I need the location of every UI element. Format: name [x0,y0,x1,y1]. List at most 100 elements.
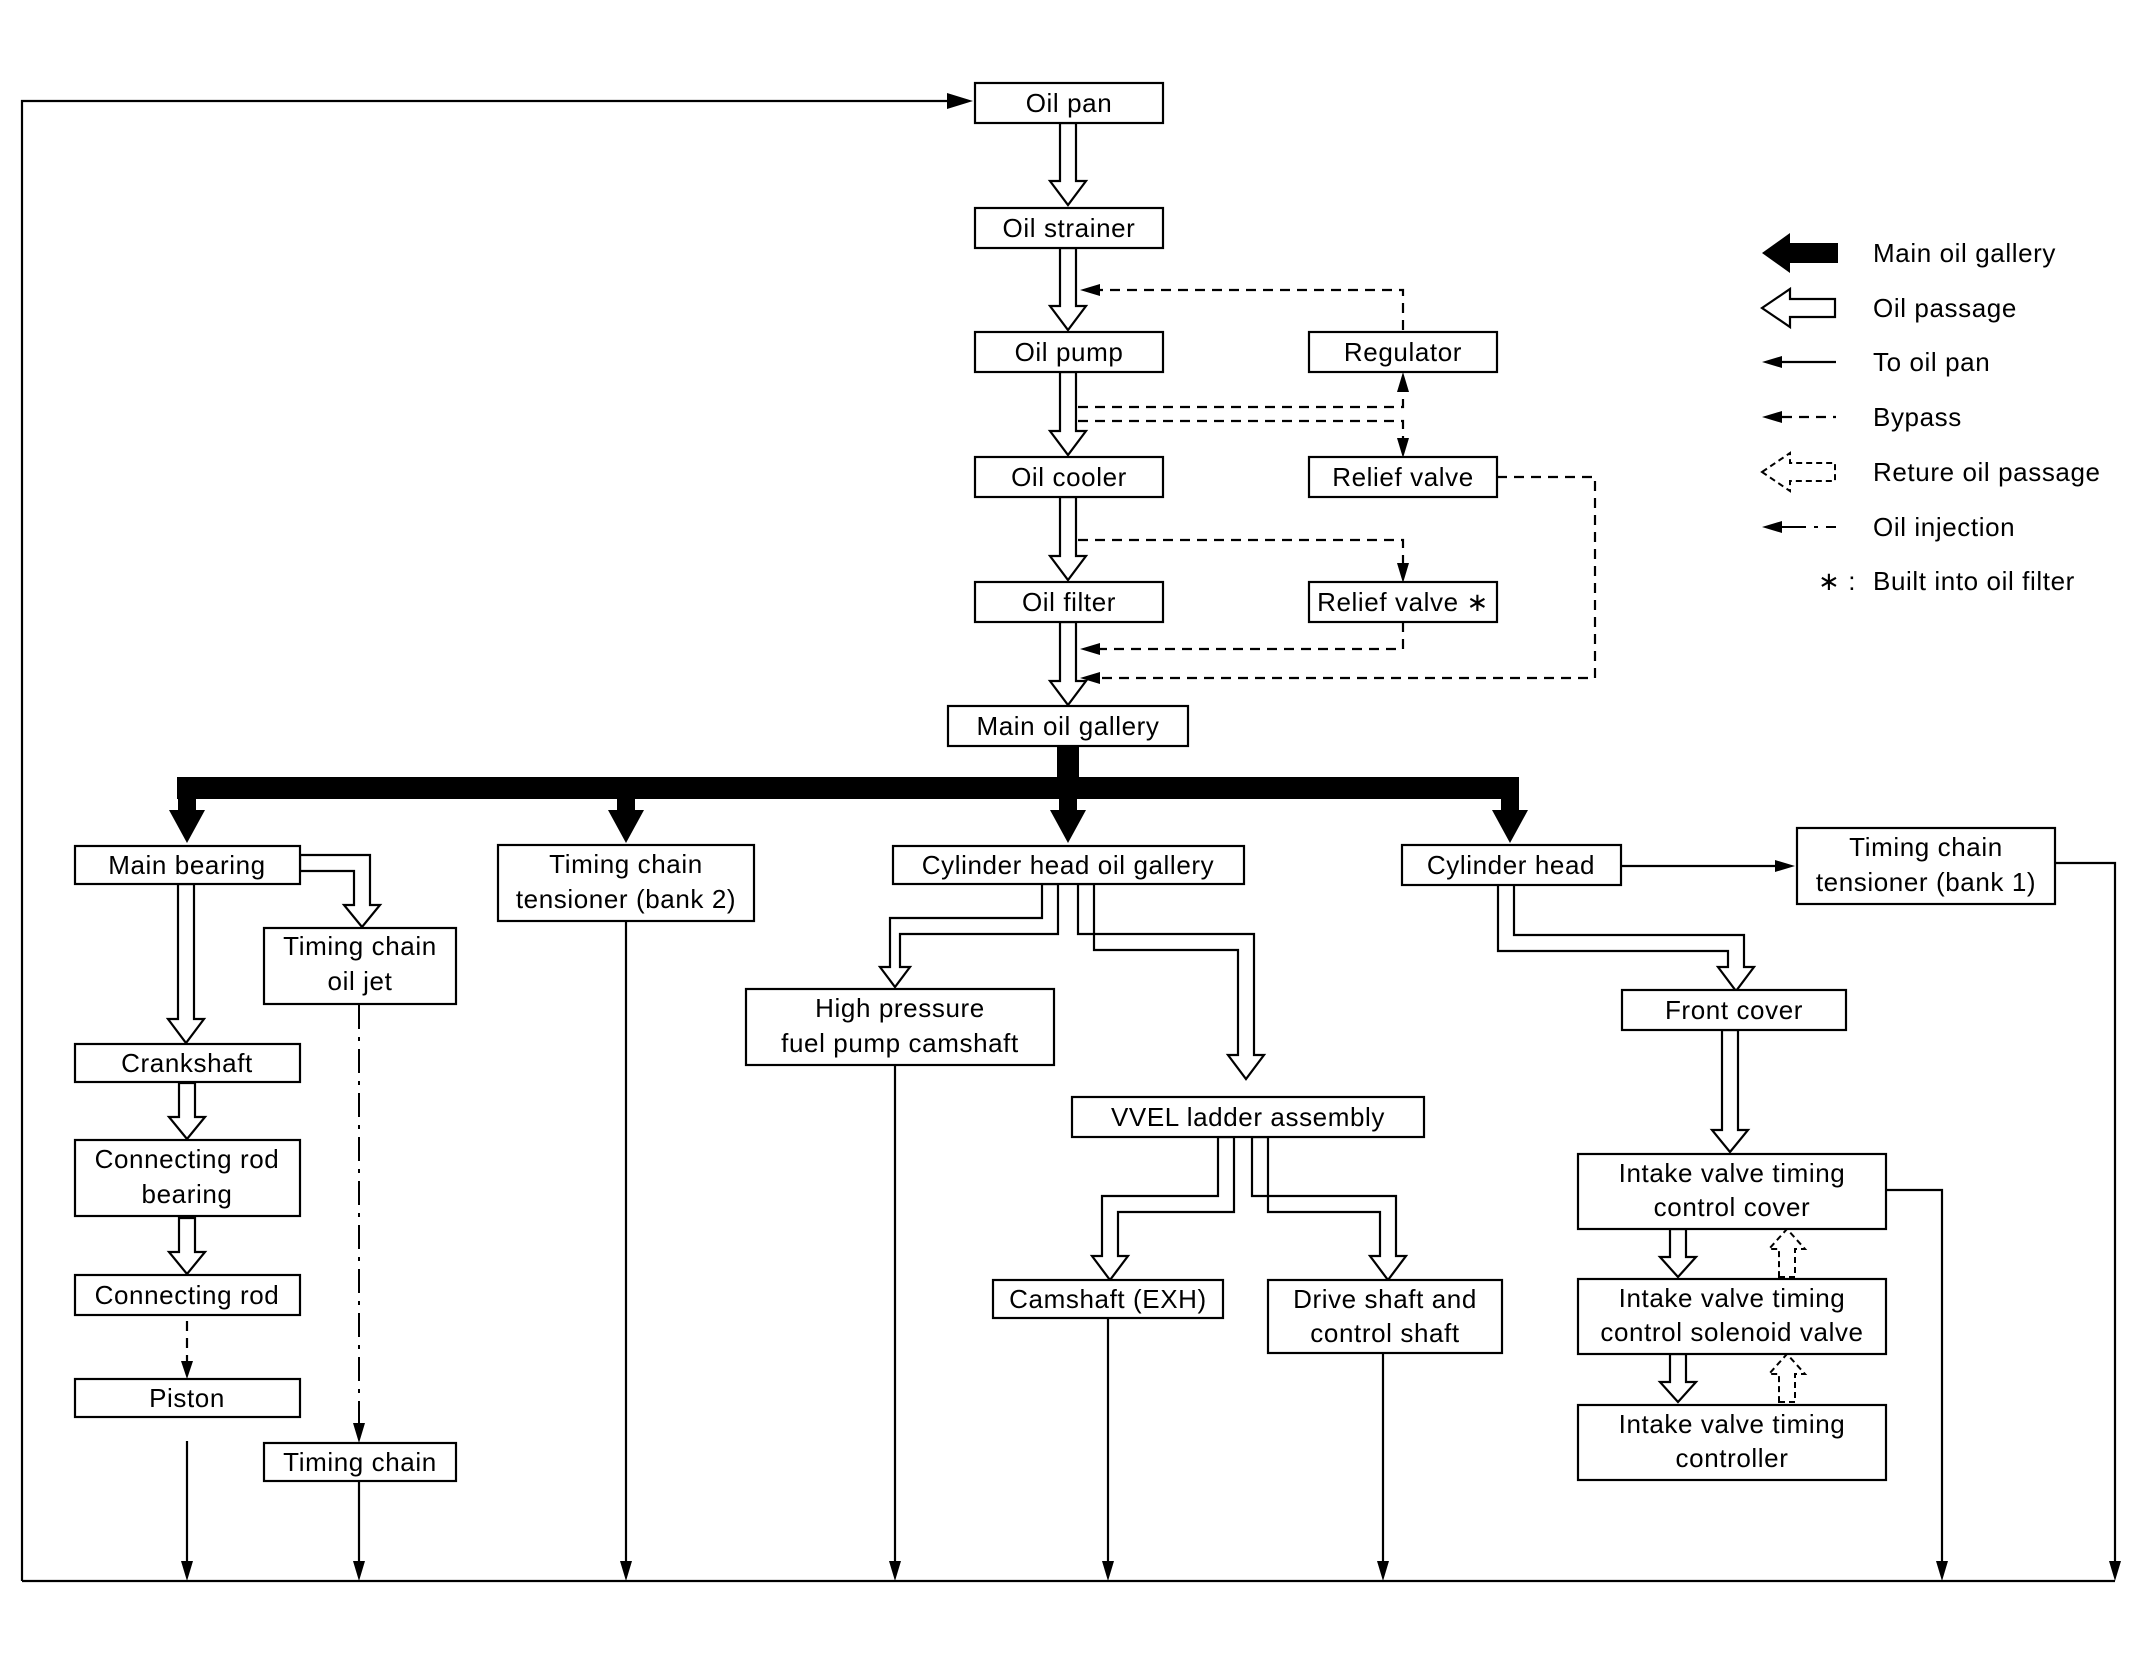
drop-hp-fuel-pump-head [889,1561,901,1581]
bypass-relief-out-head [1080,672,1100,684]
label-main-bearing: Main bearing [108,850,266,880]
main-gallery-drop-4 [1501,790,1519,812]
box-relief-valve: Relief valve [1307,455,1499,499]
injection-timing-chain-head [353,1423,365,1443]
label-main-oil-gallery: Main oil gallery [976,711,1159,741]
drop-ivtc-cover [1886,1188,1944,1562]
label-relief-valve: Relief valve [1332,462,1474,492]
oil-passage-arrows [165,121,1808,1404]
label-conrod-bearing-2: bearing [142,1179,233,1209]
legend-main-oil-gallery: Main oil gallery [1762,233,2056,273]
box-ivtc-solenoid-valve: Intake valve timing control solenoid val… [1576,1277,1888,1356]
drop-tensioner-bank1-head [2109,1561,2121,1581]
legend-return-oil-passage-icon [1760,451,1836,493]
arrow-head-front-cover [1496,882,1757,993]
bypass-to-regulator-head [1397,372,1409,392]
label-cylinder-head-oil-gallery: Cylinder head oil gallery [922,850,1214,880]
arrow-vvel-drive-shaft [1250,1135,1409,1282]
box-oil-cooler: Oil cooler [973,455,1165,499]
label-oil-pan: Oil pan [1026,88,1113,118]
label-piston: Piston [149,1383,225,1413]
label-oil-pump: Oil pump [1015,337,1124,367]
legend-oil-injection: Oil injection [1762,512,2015,542]
drop-tensioner-bank2-head [620,1561,632,1581]
label-hp-fuel-pump-1: High pressure [815,993,985,1023]
arrow-solenoid-controller [1657,1352,1699,1404]
box-drive-shaft-control-shaft: Drive shaft and control shaft [1266,1278,1504,1355]
legend-oil-passage-label: Oil passage [1873,293,2017,323]
left-return-line [20,99,955,1581]
legend-oil-passage-icon [1760,286,1837,330]
box-vvel-ladder-assembly: VVEL ladder assembly [1070,1095,1426,1139]
main-gallery-head-3 [1050,810,1086,843]
return-arrow-solenoid-cover [1766,1227,1808,1278]
legend-main-oil-gallery-icon [1762,233,1838,273]
label-ivt-controller-1: Intake valve timing [1619,1409,1846,1439]
main-oil-gallery-flow [169,746,1528,843]
box-timing-chain-oil-jet: Timing chain oil jet [262,926,458,1006]
arrow-bearing-crankshaft [165,882,207,1045]
box-main-bearing: Main bearing [73,844,302,886]
bypass-pump-to-relief [1078,419,1405,442]
main-gallery-head-2 [608,810,644,843]
label-front-cover: Front cover [1665,995,1803,1025]
label-conrod-bearing-1: Connecting rod [95,1144,280,1174]
component-boxes: Oil pan Oil strainer Oil pump Regulator … [73,81,2057,1483]
return-arrow-controller-solenoid [1766,1352,1808,1403]
label-timing-chain-oil-jet-2: oil jet [328,966,393,996]
label-ivtc-cover-1: Intake valve timing [1619,1158,1846,1188]
injection-piston-head [181,1361,193,1379]
arrow-vvel-camshaft [1089,1135,1236,1282]
arrow-cooler-filter [1047,495,1089,582]
label-tensioner-bank2-2: tensioner (bank 2) [516,884,736,914]
label-cylinder-head: Cylinder head [1427,850,1595,880]
label-ivtc-cover-2: control cover [1654,1192,1811,1222]
bypass-regulator-to-strainer [1098,288,1405,330]
box-oil-strainer: Oil strainer [973,206,1165,250]
legend-oil-injection-label: Oil injection [1873,512,2015,542]
legend: Main oil gallery Oil passage To oil pan … [1760,233,2100,596]
box-ivtc-cover: Intake valve timing control cover [1576,1152,1888,1231]
bypass-cooler-to-relief-star [1078,538,1405,567]
drop-tensioner-bank1 [2055,861,2117,1562]
label-oil-strainer: Oil strainer [1003,213,1136,243]
legend-main-oil-gallery-label: Main oil gallery [1873,238,2056,268]
box-relief-valve-star: Relief valve ∗ [1307,580,1499,624]
legend-to-oil-pan-icon [1762,356,1782,368]
drop-timing-chain-head [353,1561,365,1581]
label-drive-shaft-2: control shaft [1310,1318,1460,1348]
drop-camshaft-exh-head [1102,1561,1114,1581]
drop-piston-head [181,1561,193,1581]
label-tensioner-bank2-1: Timing chain [549,849,703,879]
label-timing-chain: Timing chain [283,1447,437,1477]
arrow-pump-cooler [1047,370,1089,457]
main-gallery-drop-2 [617,790,635,812]
bypass-to-relief-head [1397,438,1409,458]
oil-pan-return-arrowhead [947,93,973,109]
box-timing-chain: Timing chain [262,1441,458,1483]
arrow-front-cover-ivtc [1709,1028,1751,1154]
drop-ivtc-cover-head [1936,1561,1948,1581]
box-ivt-controller: Intake valve timing controller [1576,1403,1888,1482]
box-crankshaft: Crankshaft [73,1042,302,1084]
legend-note-symbol: ∗ : [1818,566,1856,596]
box-oil-pan: Oil pan [973,81,1165,125]
bypass-relief-star-out-head [1080,643,1100,655]
legend-bypass-icon [1762,411,1782,423]
label-connecting-rod: Connecting rod [95,1280,280,1310]
box-oil-filter: Oil filter [973,580,1165,624]
label-vvel-ladder-assembly: VVEL ladder assembly [1111,1102,1385,1132]
box-main-oil-gallery: Main oil gallery [946,704,1190,748]
label-relief-valve-star: Relief valve ∗ [1317,587,1489,617]
oil-injection-lines [181,860,1795,1443]
legend-to-oil-pan: To oil pan [1762,347,1990,377]
arrow-filter-gallery [1047,620,1089,707]
legend-return-oil-passage: Reture oil passage [1760,451,2100,493]
box-connecting-rod: Connecting rod [73,1273,302,1317]
head-to-tensioner-bank1-head [1775,860,1795,872]
box-cylinder-head-oil-gallery: Cylinder head oil gallery [891,844,1246,886]
label-drive-shaft-1: Drive shaft and [1293,1284,1477,1314]
box-timing-chain-tensioner-bank2: Timing chain tensioner (bank 2) [496,843,756,923]
arrow-conrod-bearing-conrod [166,1216,208,1276]
